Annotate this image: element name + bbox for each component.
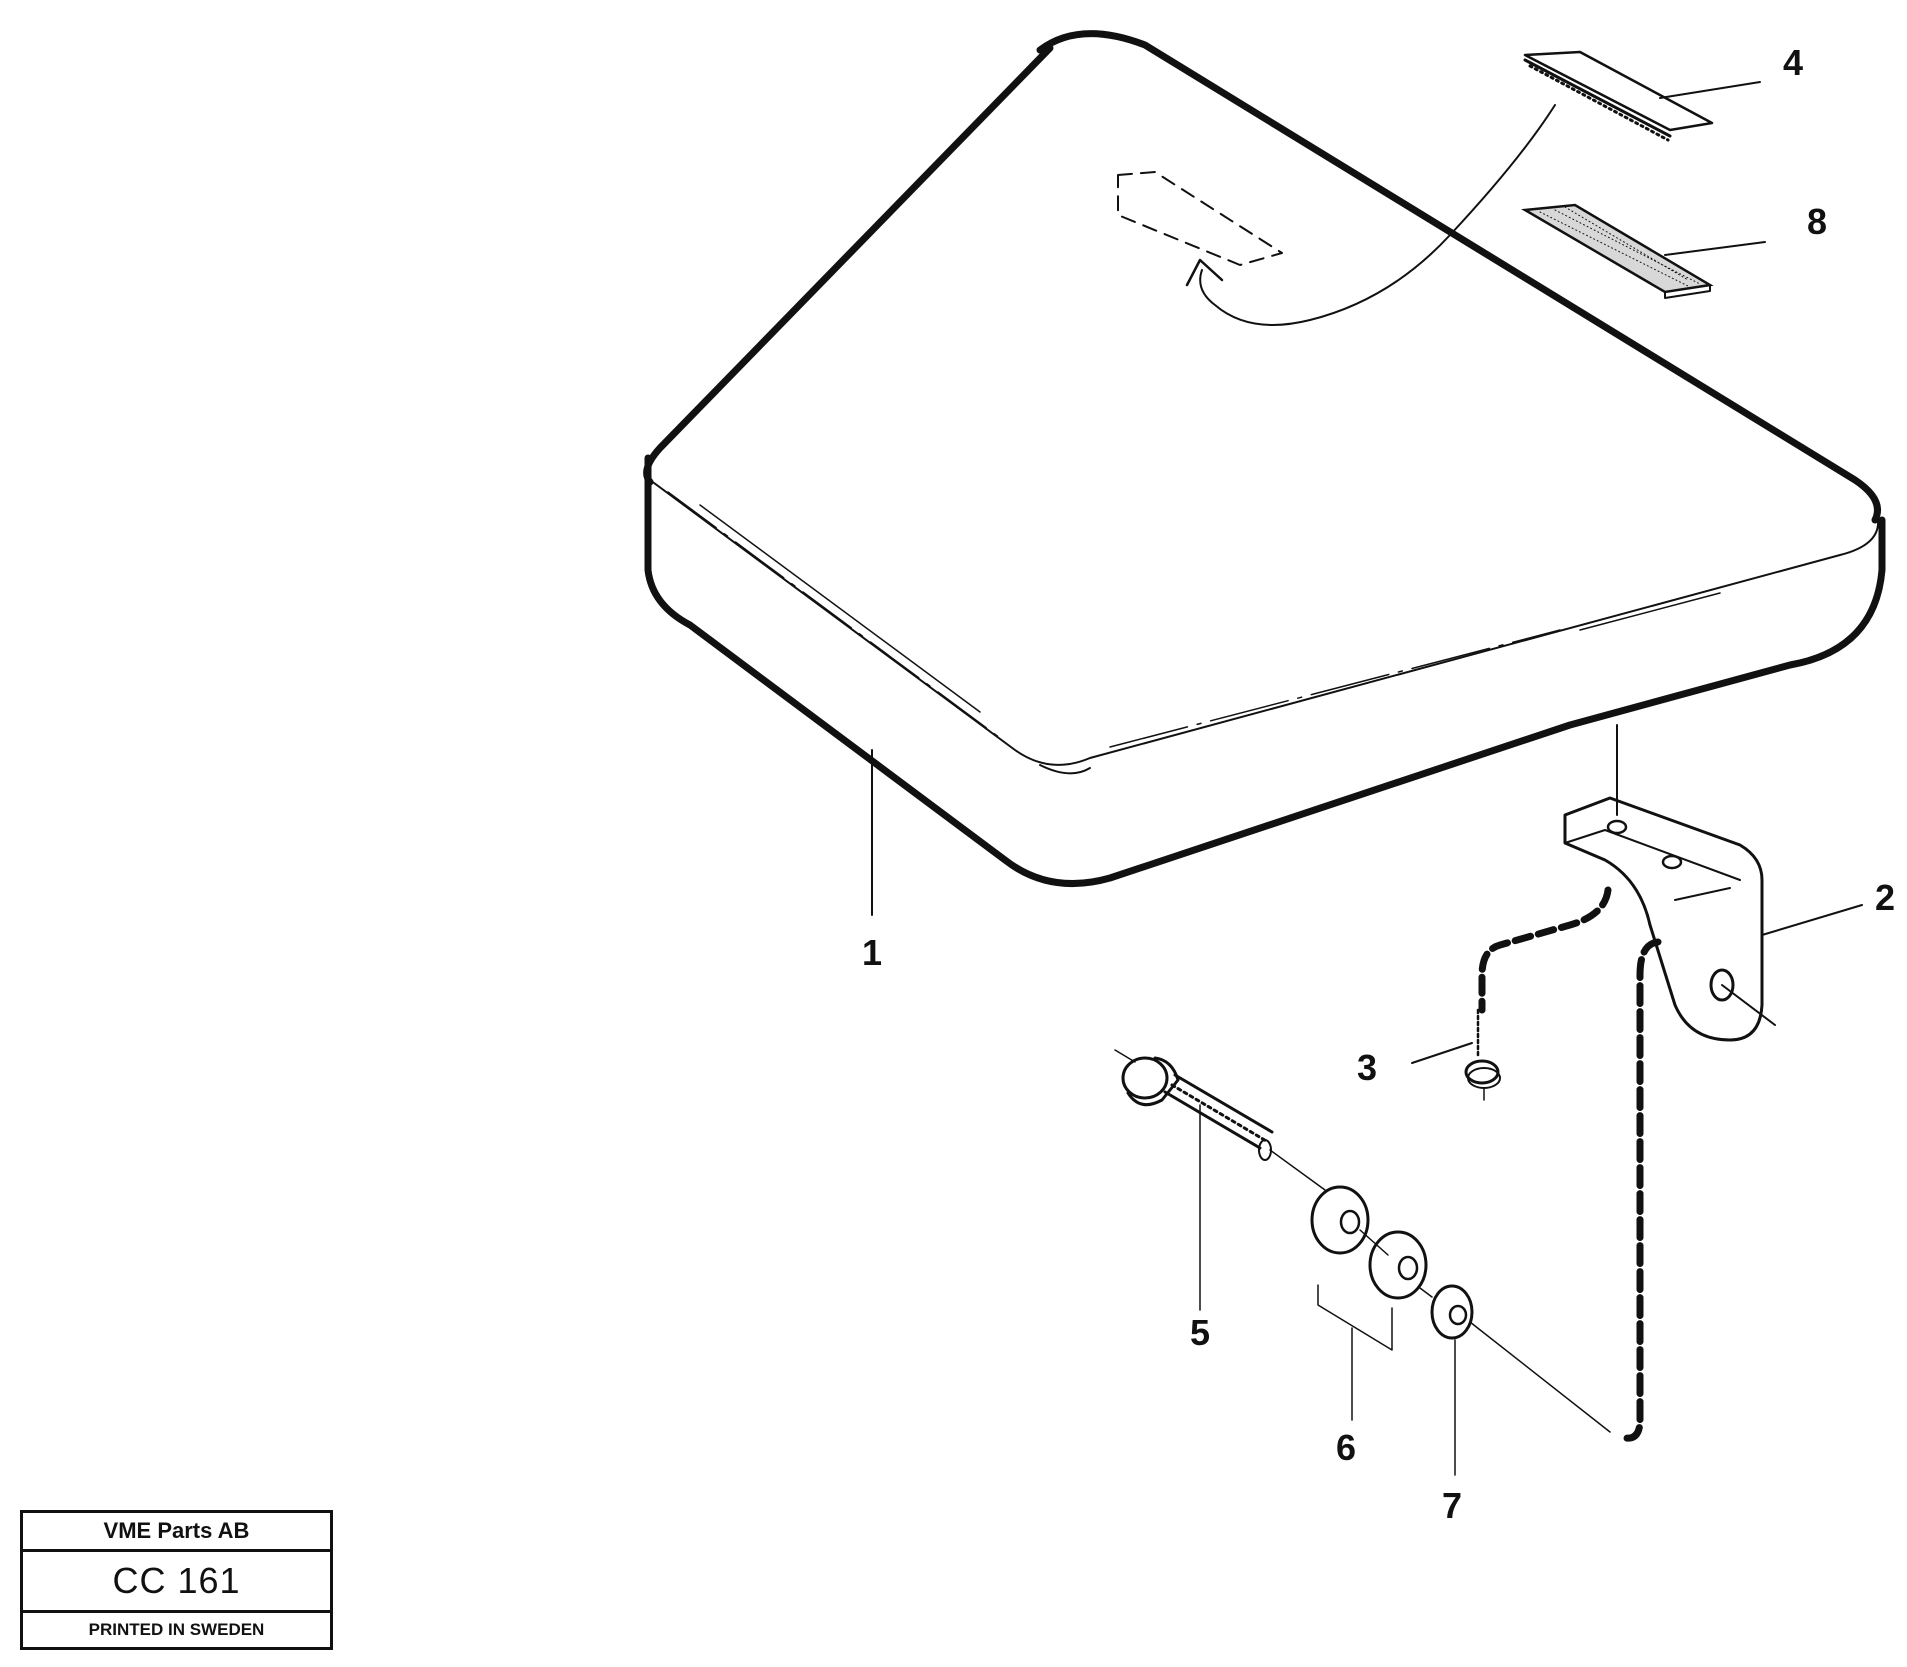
leader-line-8 xyxy=(1664,241,1766,256)
axis-line-bracket-hole xyxy=(1721,984,1776,1026)
washers-part-6 xyxy=(1310,1185,1428,1421)
foam-pad-part-8 xyxy=(1521,203,1714,299)
callout-3: 3 xyxy=(1357,1047,1377,1088)
callout-2: 2 xyxy=(1875,877,1895,918)
printed-note: PRINTED IN SWEDEN xyxy=(88,1620,265,1639)
leader-line-3 xyxy=(1411,1042,1473,1064)
placement-arrow xyxy=(1199,104,1556,326)
bracket-part-2 xyxy=(1563,796,1764,1042)
leader-line-4 xyxy=(1659,81,1761,99)
title-block: VME Parts AB CC 161 PRINTED IN SWEDEN xyxy=(20,1510,333,1650)
callout-6: 6 xyxy=(1336,1427,1356,1468)
label-strip-part-4 xyxy=(1523,50,1714,142)
assembly-path-bolt xyxy=(1621,938,1662,1442)
bolt-part-5 xyxy=(1114,1049,1326,1311)
company-name: VME Parts AB xyxy=(23,1513,330,1552)
leader-line-2 xyxy=(1761,904,1863,936)
callout-8: 8 xyxy=(1807,201,1827,242)
assembly-path-screw xyxy=(1478,886,1612,1014)
callout-7: 7 xyxy=(1442,1485,1462,1526)
cushion-part-1 xyxy=(643,30,1886,887)
label-position-outline xyxy=(1117,171,1283,266)
nut-part-7 xyxy=(1419,1284,1611,1476)
callout-5: 5 xyxy=(1190,1312,1210,1353)
placement-arrow-head xyxy=(1185,258,1224,287)
callout-1: 1 xyxy=(862,932,882,973)
drawing-code: CC 161 xyxy=(23,1552,330,1613)
callout-4: 4 xyxy=(1783,42,1803,83)
screw-part-3 xyxy=(1464,1008,1501,1101)
